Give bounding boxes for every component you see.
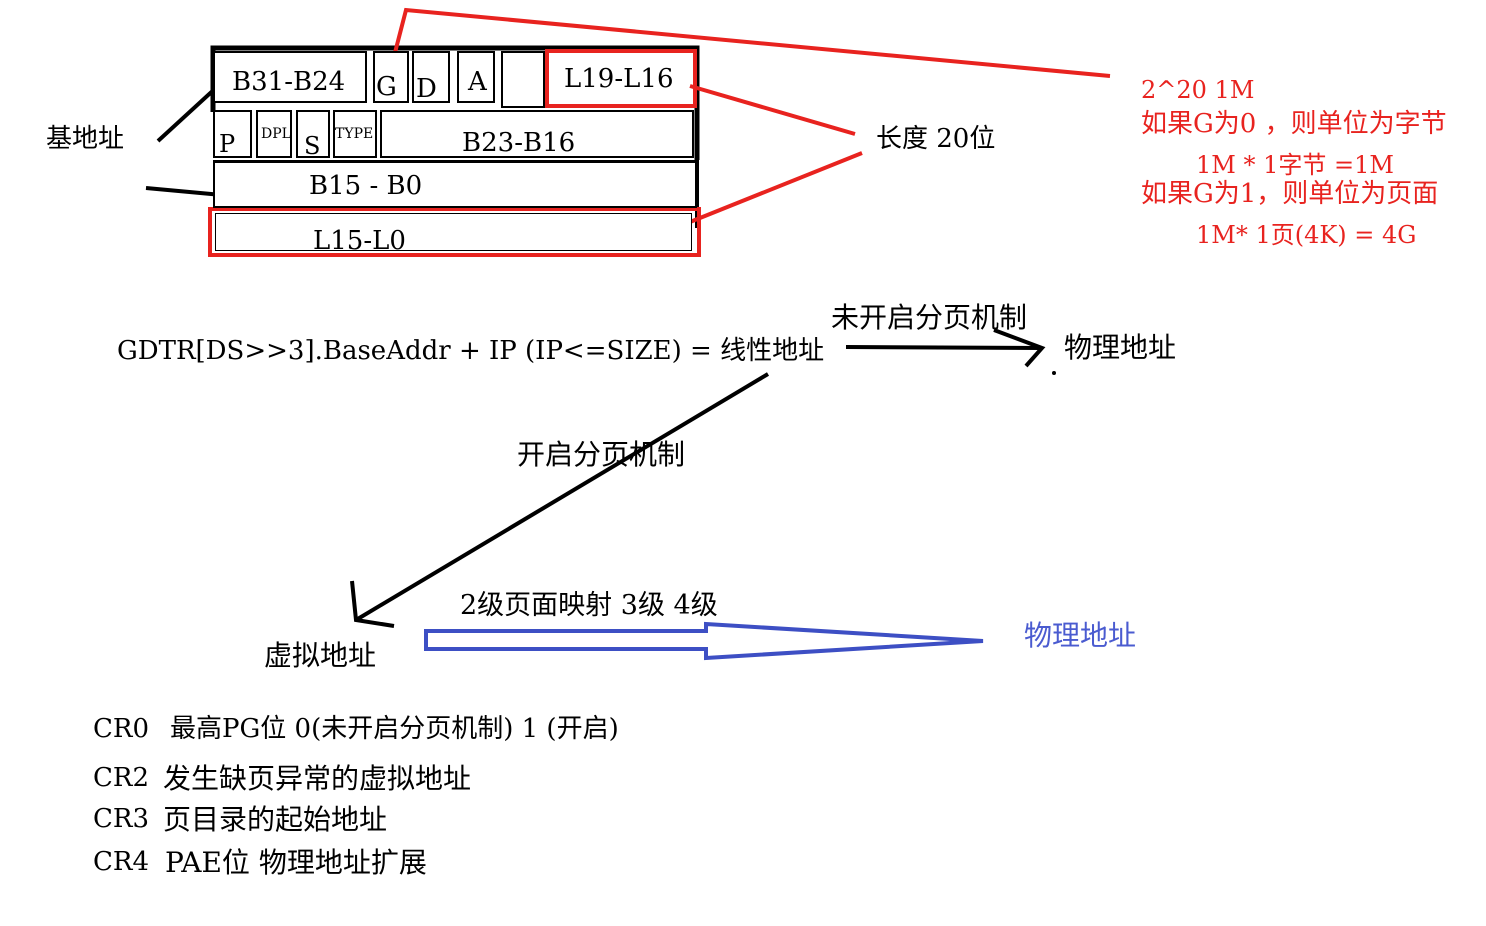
s-cell: S bbox=[296, 110, 330, 158]
p-cell: P bbox=[213, 110, 252, 158]
note-g-line3: 1M * 1字节 =1M bbox=[1196, 151, 1394, 179]
p-flag-label: P bbox=[219, 130, 236, 158]
length-leader-top bbox=[689, 84, 856, 136]
note-g-line1: 2^20 1M bbox=[1141, 76, 1255, 104]
cr4-name: CR4 bbox=[93, 847, 150, 877]
cr0-name: CR0 bbox=[93, 714, 150, 744]
base-low-cell: B15 - B0 bbox=[213, 160, 697, 208]
type-label: TYPE bbox=[335, 126, 374, 142]
limit-high-label: L19-L16 bbox=[564, 64, 674, 94]
length-label: 长度 20位 bbox=[876, 124, 996, 154]
page-mapping-levels: 2级页面映射 3级 4级 bbox=[460, 590, 718, 621]
base-address-label: 基地址 bbox=[46, 124, 125, 154]
base-pointer-2 bbox=[145, 186, 223, 197]
limit-low-label: L15-L0 bbox=[313, 226, 406, 251]
paging-arrow bbox=[350, 372, 770, 628]
no-paging-arrow bbox=[845, 328, 1046, 368]
avl-cell bbox=[501, 51, 545, 108]
length-leader-bottom bbox=[689, 151, 863, 224]
physical-address-label-2: 物理地址 bbox=[1024, 619, 1137, 652]
virtual-address-label: 虚拟地址 bbox=[264, 639, 377, 672]
no-paging-label: 未开启分页机制 bbox=[831, 301, 1028, 334]
base-mid-label: B23-B16 bbox=[462, 128, 576, 158]
limit-high-highlight bbox=[545, 49, 697, 108]
cr0-description: 最高PG位 0(未开启分页机制) 1 (开启) bbox=[170, 714, 619, 744]
limit-low-highlight bbox=[208, 207, 701, 257]
a-flag-label: A bbox=[468, 67, 487, 97]
cr2-description: 发生缺页异常的虚拟地址 bbox=[163, 762, 472, 795]
type-cell: TYPE bbox=[333, 110, 377, 158]
base-high-cell: B31-B24 bbox=[213, 51, 367, 103]
note-g-line4: 如果G为1，则单位为页面 bbox=[1141, 179, 1439, 209]
d-cell: D bbox=[412, 51, 450, 103]
base-high-label: B31-B24 bbox=[232, 67, 346, 97]
linear-address-formula: GDTR[DS>>3].BaseAddr + IP (IP<=SIZE) = 线… bbox=[117, 336, 825, 366]
limit-low-cell: L15-L0 bbox=[215, 213, 692, 251]
note-g-line5: 1M* 1页(4K) = 4G bbox=[1196, 221, 1417, 249]
cr2-name: CR2 bbox=[93, 763, 150, 793]
base-mid-cell: B23-B16 bbox=[380, 110, 694, 158]
dpl-cell: DPL bbox=[256, 110, 292, 158]
g-leader-line bbox=[388, 7, 1111, 78]
g-flag-label: G bbox=[376, 72, 397, 102]
g-cell: G bbox=[373, 51, 409, 103]
physical-address-label-1: 物理地址 bbox=[1064, 331, 1177, 364]
a-cell: A bbox=[457, 51, 495, 103]
cr3-description: 页目录的起始地址 bbox=[163, 803, 388, 836]
note-g-line2: 如果G为0 ，则单位为字节 bbox=[1141, 109, 1447, 139]
base-pointer-1 bbox=[156, 84, 220, 143]
mapping-arrow bbox=[424, 621, 984, 661]
cr3-name: CR3 bbox=[93, 804, 150, 834]
paging-label: 开启分页机制 bbox=[517, 438, 686, 471]
d-flag-label: D bbox=[416, 74, 437, 103]
stray-dot bbox=[1052, 371, 1056, 375]
cr4-description: PAE位 物理地址扩展 bbox=[165, 846, 427, 879]
base-low-label: B15 - B0 bbox=[309, 171, 423, 201]
dpl-label: DPL bbox=[261, 126, 291, 142]
s-flag-label: S bbox=[304, 132, 321, 158]
